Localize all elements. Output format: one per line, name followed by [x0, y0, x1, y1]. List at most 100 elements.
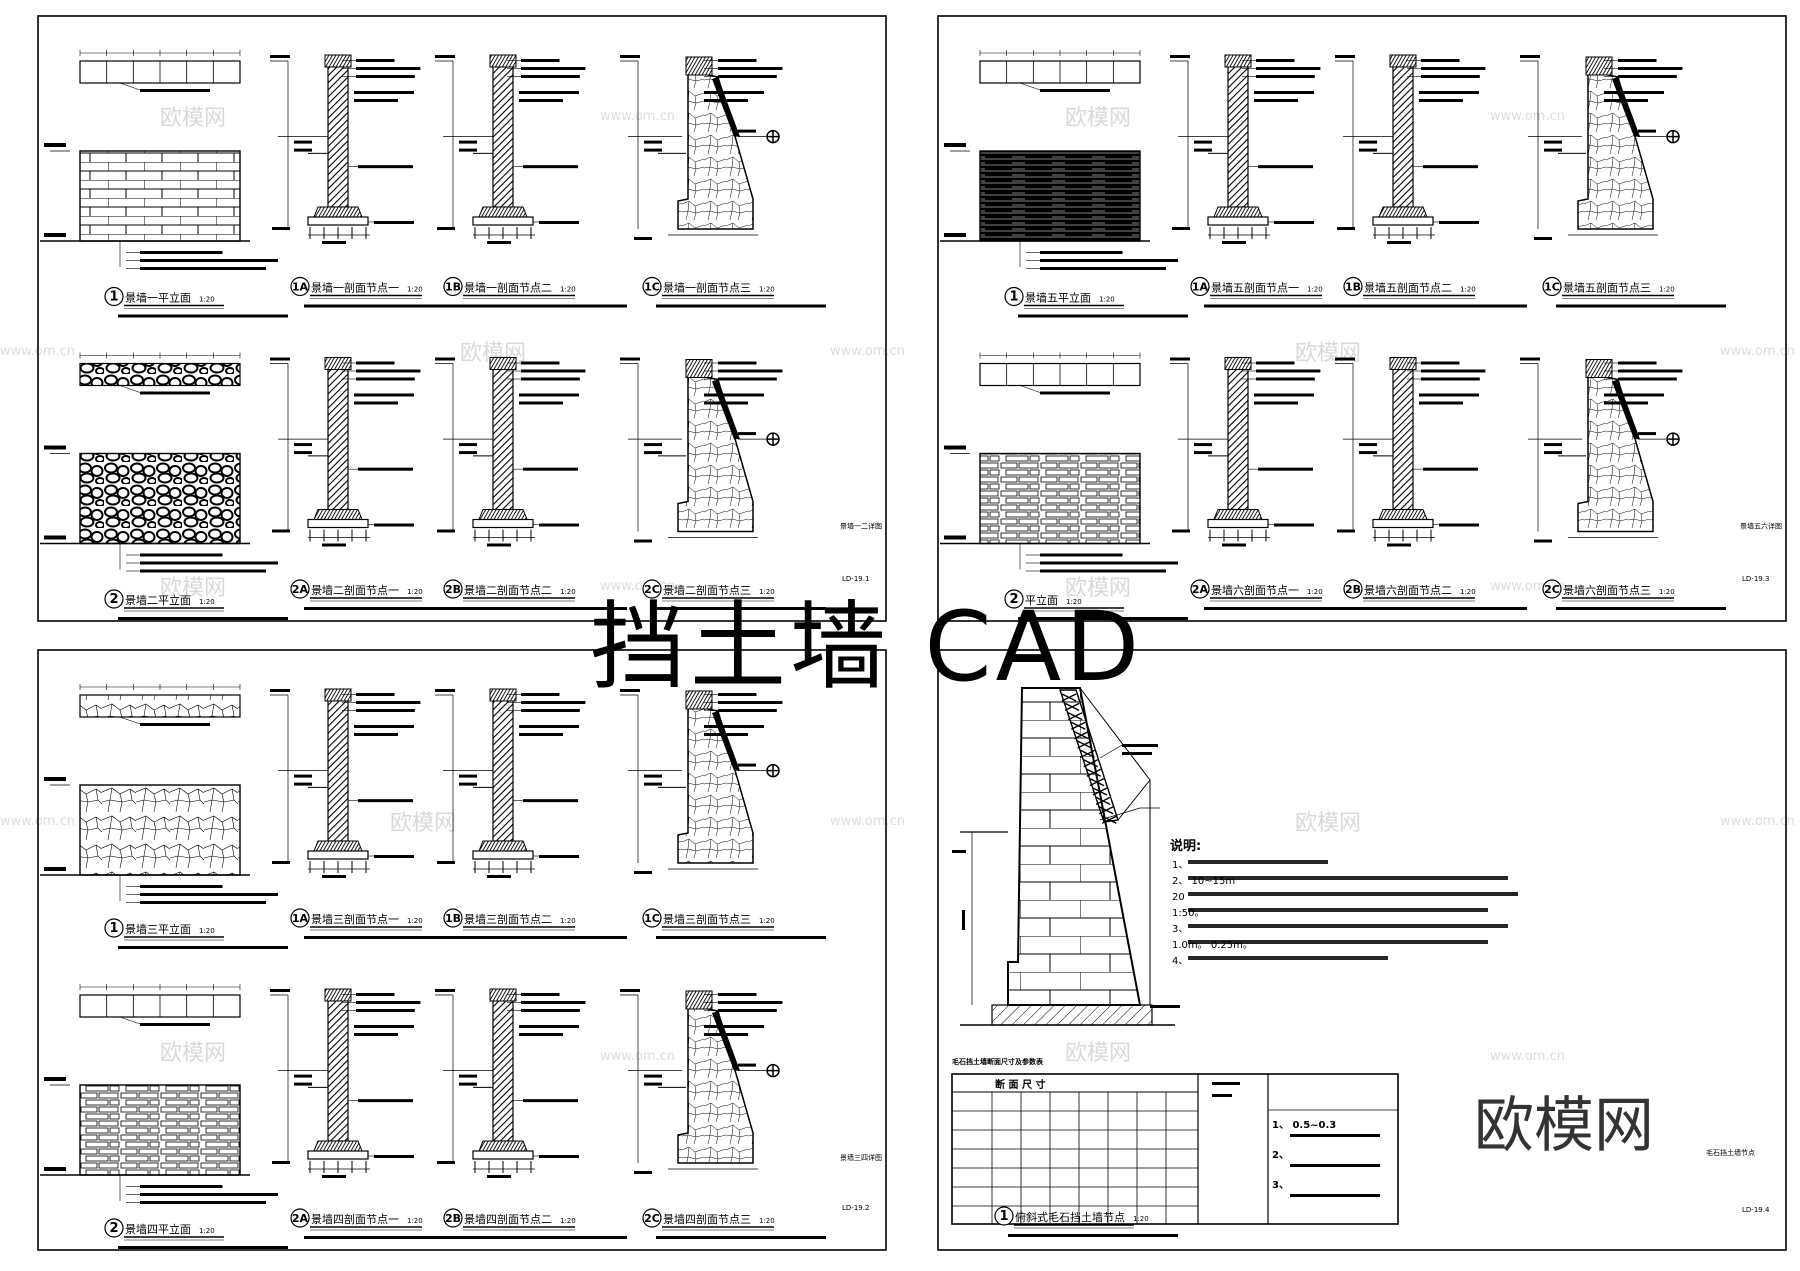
watermark-cn: 欧模网: [160, 1041, 226, 1066]
annotation-text-mark: [356, 67, 421, 70]
wall-section: [435, 688, 586, 878]
marker-circle: [642, 908, 662, 928]
caption-scale: 1:20: [759, 1217, 775, 1225]
annotation-text-mark: [356, 361, 395, 365]
caption-scale: 1:20: [1133, 1215, 1149, 1223]
watermark-cn: 欧模网: [1295, 341, 1361, 366]
annotation-text-mark: [521, 67, 586, 70]
caption-scale: 1:20: [199, 296, 215, 304]
caption-scale: 1:20: [199, 927, 215, 935]
caption-title: 景墙五剖面节点二: [1364, 281, 1452, 295]
marker-label: 2A: [292, 583, 309, 596]
marker-label: 2C: [644, 583, 660, 596]
annotation-text-mark: [718, 709, 777, 712]
marker-label: 1C: [644, 912, 660, 925]
marker-circle: [642, 276, 662, 297]
watermark-url: www.om.cn: [1490, 1049, 1565, 1064]
watermark-url: www.om.cn: [1720, 814, 1795, 829]
caption-title: 景墙二剖面节点一: [311, 583, 399, 597]
wall-section: [620, 689, 783, 874]
annotation-text-mark: [140, 885, 223, 888]
annotation-text-mark: [1256, 75, 1315, 78]
caption-scale: 1:20: [560, 1217, 576, 1225]
rubble-wall-section: [952, 687, 1180, 1026]
plan-strip: [979, 50, 1141, 92]
annotation-text-mark: [521, 993, 560, 996]
annotation-text-mark: [521, 1009, 580, 1012]
sheet-side-label: 景墙三四详图: [840, 1153, 882, 1162]
caption-title: 景墙三剖面节点一: [311, 912, 399, 926]
marker-circle: [1542, 579, 1562, 599]
caption-scale: 1:20: [407, 286, 423, 294]
brand-logo: 欧模网: [1474, 1091, 1654, 1161]
watermark-cn: 欧模网: [1295, 811, 1361, 836]
caption-title: 景墙三剖面节点二: [464, 912, 552, 926]
annotation-text-mark: [521, 377, 580, 381]
caption-scale: 1:20: [199, 1227, 215, 1235]
annotation-text-mark: [718, 377, 777, 381]
marker-label: 2: [109, 592, 118, 607]
caption-title: 景墙五剖面节点三: [1563, 281, 1651, 295]
annotation-text-mark: [1421, 377, 1480, 381]
sheet-number: LD-19.4: [1742, 1206, 1770, 1214]
annotation-text-mark: [521, 701, 586, 704]
annotation-text-mark: [356, 693, 395, 696]
overlay-title: 挡土墙 CAD: [590, 591, 1143, 703]
annotation-text-mark: [718, 59, 757, 62]
note-line: 20: [1172, 892, 1185, 903]
sheet-frame: [937, 649, 1787, 1251]
caption-scale: 1:20: [1460, 286, 1476, 294]
annotation-text-mark: [356, 1001, 421, 1004]
wall-section: [620, 989, 783, 1174]
wall-section: [270, 357, 421, 547]
caption-scale: 1:20: [759, 588, 775, 596]
annotation-text-mark: [1256, 361, 1295, 365]
annotation-text-mark: [718, 361, 757, 365]
watermark-url: www.om.cn: [600, 109, 675, 124]
marker-label: 2: [1009, 592, 1018, 607]
marker-circle: [290, 579, 310, 599]
annotation-text-mark: [356, 369, 421, 373]
marker-label: 1B: [445, 281, 461, 294]
annotation-text-mark: [521, 1001, 586, 1004]
table-title: 毛石挡土墙断面尺寸及参数表: [952, 1057, 1044, 1066]
watermark-cn: 欧模网: [1065, 1041, 1131, 1066]
wall-section: [270, 988, 421, 1178]
annotation-text-mark: [356, 377, 415, 381]
marker-circle: [1542, 276, 1562, 297]
wall-section: [435, 357, 586, 547]
annotation-text-mark: [140, 553, 223, 557]
caption-title: 景墙一剖面节点一: [311, 281, 399, 295]
caption-scale: 1:20: [199, 598, 215, 606]
caption-scale: 1:20: [1307, 286, 1323, 294]
marker-label: 2B: [445, 583, 461, 596]
marker-label: 1: [1009, 290, 1018, 305]
marker-circle: [1190, 579, 1210, 599]
annotation-text-mark: [718, 67, 783, 70]
marker-circle: [994, 1206, 1014, 1226]
wall-section: [435, 54, 586, 244]
caption-title: 景墙四剖面节点二: [464, 1212, 552, 1226]
watermark-url: www.om.cn: [600, 1049, 675, 1064]
annotation-text-mark: [140, 901, 266, 904]
marker-circle: [443, 276, 463, 297]
note-line: 1:50。: [1172, 908, 1204, 919]
caption-scale: 1:20: [407, 917, 423, 925]
sheet-frame: [937, 15, 1787, 622]
wall-section: [1520, 55, 1683, 240]
marker-circle: [1190, 276, 1210, 297]
annotation-text-mark: [140, 1201, 266, 1204]
